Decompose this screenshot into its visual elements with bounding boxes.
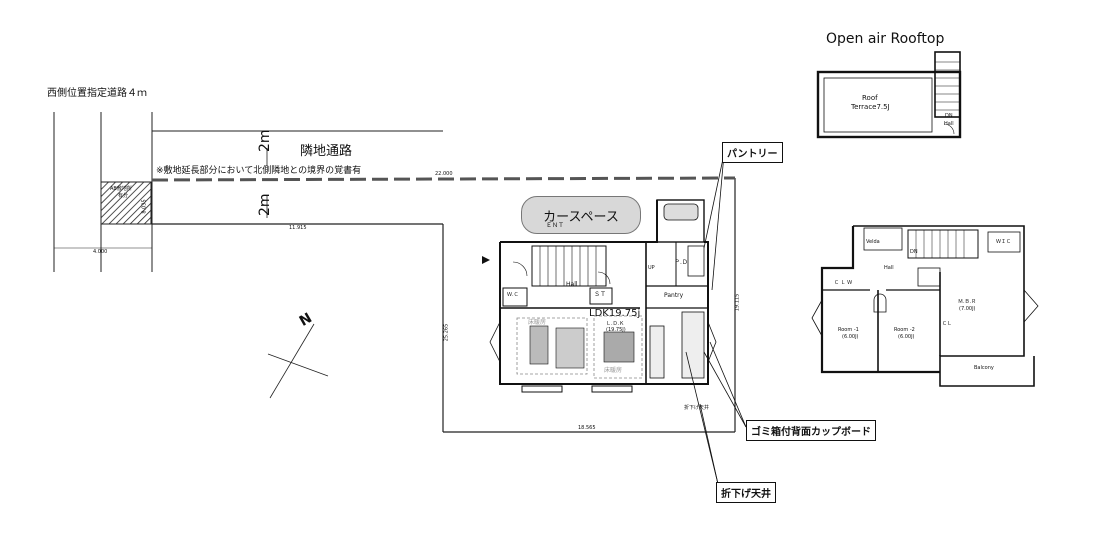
floor-heat-2: 床暖房: [604, 367, 623, 374]
uf-dn-label: DN: [910, 249, 918, 255]
wic-label: ＷＩＣ: [996, 239, 1012, 245]
west-road-lines: [53, 112, 153, 272]
pantry-label: Pantry: [664, 292, 684, 299]
west-road-label: 西側位置指定道路４ｍ: [47, 88, 147, 99]
room1-label-1: Room -1: [838, 327, 859, 333]
uf-cl-label: ＣＬ: [942, 321, 953, 327]
passage-dim-top-small: 22.000: [435, 171, 453, 177]
rooftop-dn: DN: [945, 113, 953, 119]
upper-floor-plan: [811, 225, 1039, 387]
clw-label: Ｃ Ｌ Ｗ: [834, 280, 853, 286]
velda-label: Velda: [866, 239, 880, 245]
north-arrow: [267, 323, 329, 399]
gf-ceiling-note: 折下げ天井: [684, 405, 710, 411]
up-label: UP: [648, 265, 655, 271]
entrance-label: ＥＮＴ: [546, 222, 565, 229]
callout-leaders: [685, 153, 747, 485]
site-dim-right: 19.115: [734, 293, 741, 312]
west-road-dim: 4.000: [93, 249, 108, 255]
ground-floor-plan: [482, 199, 717, 393]
rooftop-plan: [816, 51, 962, 139]
hatched-label-1: AB敷地所: [110, 186, 132, 192]
mbr-label-2: (7.00J): [959, 306, 976, 312]
cupboard-callout: ゴミ箱付背面カップボード: [746, 420, 876, 441]
passage-dim-lower: 2m: [257, 193, 273, 216]
mbr-label-1: Ｍ.Ｂ.Ｒ: [958, 299, 977, 305]
pantry-callout: パントリー: [722, 142, 783, 163]
passage-lines: [151, 130, 736, 433]
pd-label: Ｐ.Ｄ: [674, 259, 688, 266]
rooftop-hall: Hall: [944, 121, 954, 127]
hatched-label-2: 有分: [118, 193, 129, 199]
passage-label: 隣地通路: [300, 144, 353, 159]
wc-label: Ｗ.Ｃ: [507, 292, 519, 298]
car-space-label: カースペース: [543, 209, 619, 225]
passage-note: ※敷地延長部分において北側隣地との境界の覚書有: [156, 166, 362, 176]
room1-label-2: (6.00J): [842, 334, 859, 340]
passage-dim-upper: 2m: [257, 129, 273, 152]
car-space: カースペース: [521, 196, 641, 234]
roof-label-2: Terrace7.5J: [851, 103, 890, 111]
uf-hall-label: Hall: [884, 265, 894, 271]
room2-label-1: Room -2: [894, 327, 915, 333]
gf-hall-label: Hall: [566, 281, 578, 288]
st-label: ＳＴ: [594, 291, 607, 298]
room2-label-2: (6.00J): [898, 334, 915, 340]
rooftop-title: Open air Rooftop: [826, 31, 945, 47]
roof-label-1: Roof: [862, 94, 878, 102]
balcony-label: Balcony: [974, 365, 994, 371]
ldk-small-label-2: (19.75J): [606, 327, 626, 333]
floor-heat-1: 床暖房: [528, 319, 547, 326]
site-dim-left: 25.265: [443, 323, 450, 342]
ldk-small-label-1: Ｌ.Ｄ.Ｋ: [606, 321, 625, 327]
ceiling-callout: 折下げ天井: [716, 482, 776, 503]
site-dim-small-left: 8.035: [141, 199, 148, 214]
site-dim-bottom: 18.565: [578, 425, 596, 431]
hatched-parcel: [100, 181, 152, 225]
ldk-main-label: LDK19.75j: [589, 308, 641, 319]
passage-dim-mid-small: 11.915: [289, 225, 307, 231]
